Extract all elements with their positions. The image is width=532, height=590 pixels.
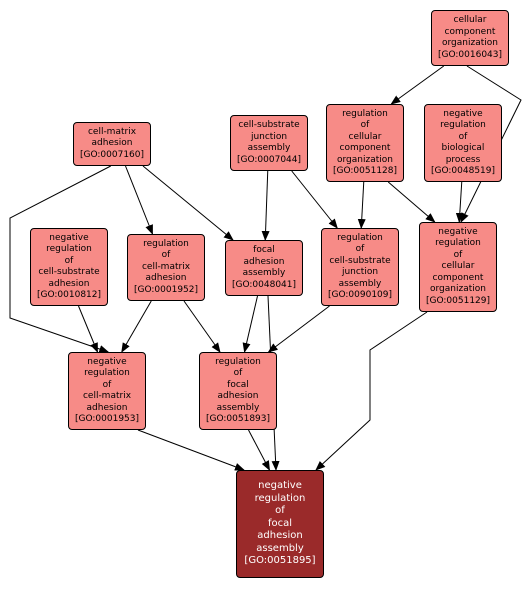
node-cell-matrix-adhesion[interactable]: cell-matrix adhesion [GO:0007160] (73, 122, 151, 166)
node-label: negative regulation of focal adhesion as… (244, 480, 316, 567)
node-label: cell-matrix adhesion [GO:0007160] (79, 126, 145, 160)
node-label: negative regulation of cellular componen… (425, 226, 491, 306)
node-regulation-of-focal-adhesion-assembly[interactable]: regulation of focal adhesion assembly [G… (199, 352, 277, 430)
node-label: regulation of cell-substrate junction as… (327, 232, 393, 301)
node-label: negative regulation of cell-matrix adhes… (74, 356, 140, 425)
node-label: negative regulation of cell-substrate ad… (36, 232, 102, 301)
edge-go0051893-to-go0051895 (248, 429, 270, 471)
edge-go0051129-to-go0051895 (315, 311, 428, 471)
edge-go0007044-to-go0048041 (261, 170, 270, 241)
edge-go0090109-to-go0051893 (267, 305, 330, 353)
node-label: regulation of cellular component organiz… (332, 108, 398, 177)
edge-go0048519-to-go0051129 (455, 181, 464, 223)
edge-go0048041-to-go0051893 (242, 295, 258, 353)
node-label: regulation of focal adhesion assembly [G… (205, 356, 271, 425)
node-negative-regulation-of-cellular-component-organization[interactable]: negative regulation of cellular componen… (419, 222, 497, 312)
edge-go0051128-to-go0090109 (357, 181, 366, 229)
edge-go0010812-to-go0001953 (78, 305, 98, 353)
node-label: cellular component organization [GO:0016… (437, 15, 503, 60)
node-negative-regulation-of-focal-adhesion-assembly[interactable]: negative regulation of focal adhesion as… (236, 470, 324, 578)
node-label: negative regulation of biological proces… (430, 108, 496, 177)
node-negative-regulation-of-cell-matrix-adhesion[interactable]: negative regulation of cell-matrix adhes… (68, 352, 146, 430)
node-label: focal adhesion assembly [GO:0048041] (231, 245, 297, 290)
edge-go0016043-to-go0051128 (390, 65, 445, 105)
node-cellular-component-organization[interactable]: cellular component organization [GO:0016… (431, 10, 509, 66)
node-label: cell-substrate junction assembly [GO:000… (236, 120, 302, 165)
node-label: regulation of cell-matrix adhesion [GO:0… (133, 238, 199, 295)
edge-go0007044-to-go0090109 (291, 170, 338, 229)
node-regulation-of-cellular-component-organization[interactable]: regulation of cellular component organiz… (326, 104, 404, 182)
edge-go0007160-to-go0001953 (9, 165, 111, 353)
edge-go0007160-to-go0001952 (125, 165, 153, 235)
edge-go0051128-to-go0051129 (387, 181, 436, 223)
node-regulation-of-cell-matrix-adhesion[interactable]: regulation of cell-matrix adhesion [GO:0… (127, 234, 205, 301)
node-focal-adhesion-assembly[interactable]: focal adhesion assembly [GO:0048041] (225, 240, 303, 296)
edge-go0001952-to-go0001953 (121, 300, 152, 353)
node-regulation-of-cell-substrate-junction-assembly[interactable]: regulation of cell-substrate junction as… (321, 228, 399, 306)
edge-go0001953-to-go0051895 (137, 429, 245, 471)
node-negative-regulation-of-cell-substrate-adhesion[interactable]: negative regulation of cell-substrate ad… (30, 228, 108, 306)
edge-go0007160-to-go0048041 (142, 165, 234, 241)
edge-go0001952-to-go0051893 (183, 300, 221, 353)
node-cell-substrate-junction-assembly[interactable]: cell-substrate junction assembly [GO:000… (230, 115, 308, 171)
node-negative-regulation-of-biological-process[interactable]: negative regulation of biological proces… (424, 104, 502, 182)
